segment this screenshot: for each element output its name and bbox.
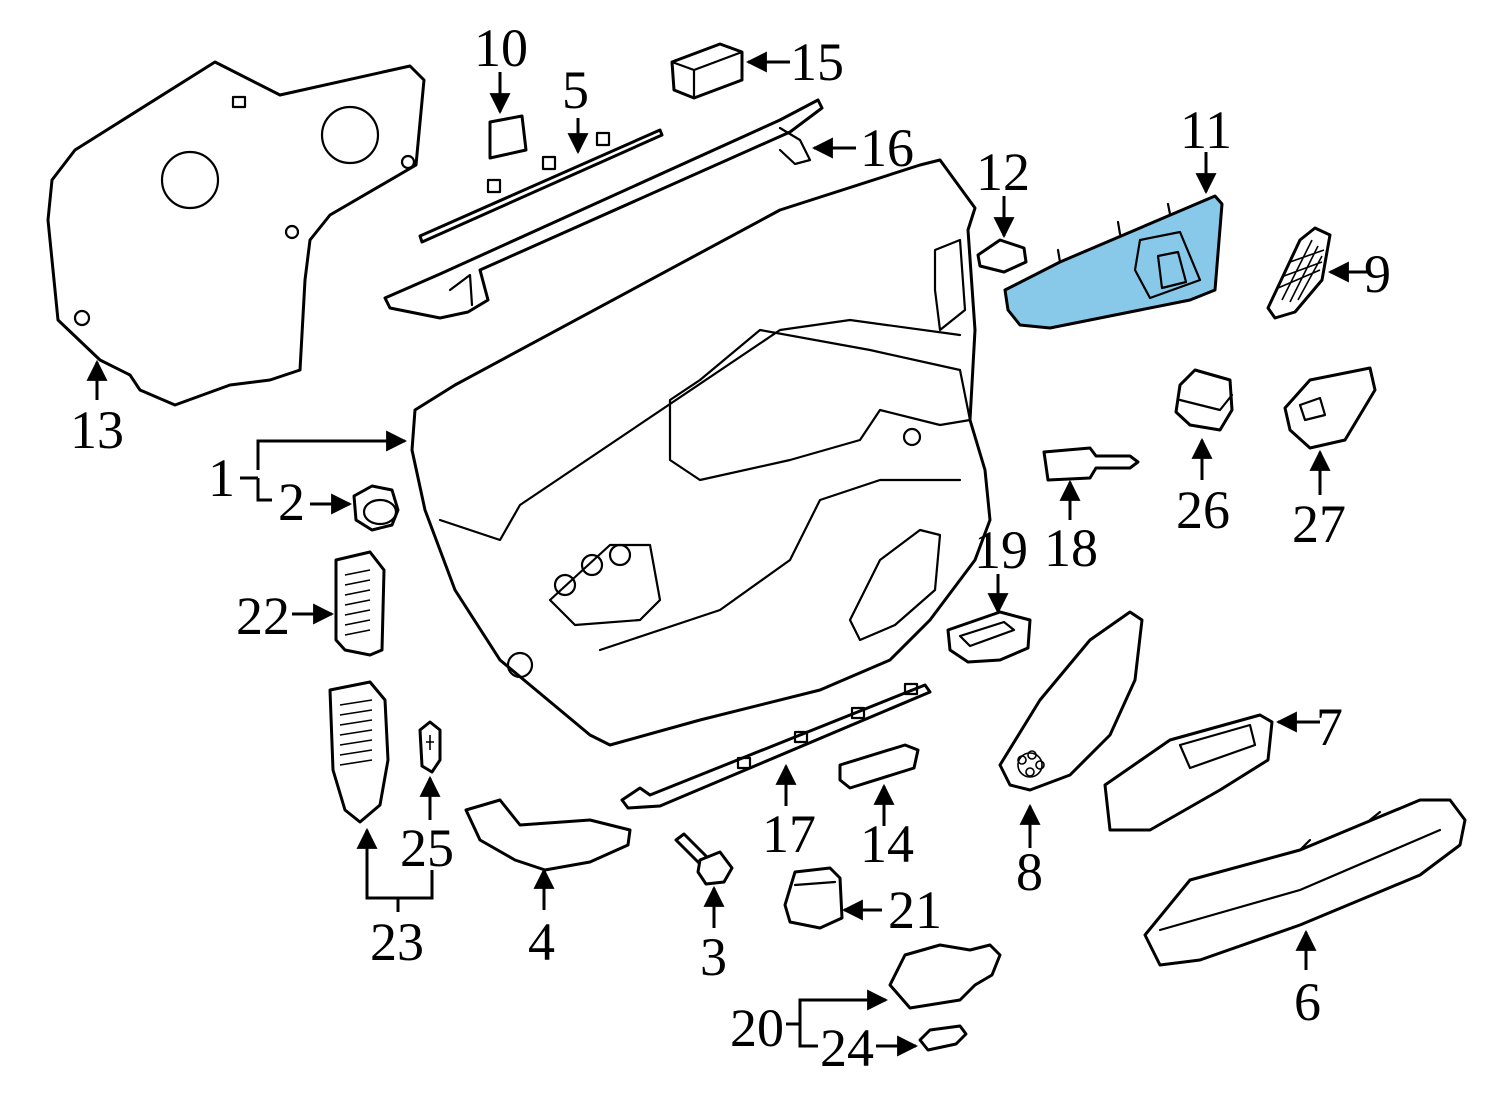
part-16-belt-molding[interactable] xyxy=(383,98,824,320)
part-25-bulb[interactable] xyxy=(418,720,442,774)
callout-13: 13 xyxy=(70,400,124,460)
callout-18: 18 xyxy=(1044,518,1098,578)
callout-8: 8 xyxy=(1016,842,1043,902)
callout-3: 3 xyxy=(700,927,727,987)
callout-1: 1 xyxy=(208,448,235,508)
callout-12: 12 xyxy=(976,142,1030,202)
part-15-cap[interactable] xyxy=(670,42,744,100)
part-24-bulb[interactable] xyxy=(918,1024,968,1052)
part-21-connector[interactable] xyxy=(783,866,844,930)
callout-25: 25 xyxy=(400,818,454,878)
part-4-trim-piece[interactable] xyxy=(464,798,632,872)
callout-4: 4 xyxy=(528,912,555,972)
callout-24: 24 xyxy=(820,1018,874,1078)
callout-20: 20 xyxy=(730,998,784,1058)
highlighted-part xyxy=(1003,194,1224,330)
callout-11: 11 xyxy=(1180,100,1232,160)
callout-5: 5 xyxy=(562,60,589,120)
part-5-belt-weatherstrip[interactable] xyxy=(418,128,664,244)
callout-19: 19 xyxy=(974,520,1028,580)
callout-17: 17 xyxy=(762,804,816,864)
part-11-pull-handle-bezel[interactable] xyxy=(1003,194,1224,330)
part-1-door-trim-panel[interactable] xyxy=(410,158,992,747)
leader-lines xyxy=(86,51,1368,1057)
callout-27: 27 xyxy=(1292,494,1346,554)
part-27-bezel[interactable] xyxy=(1283,366,1377,450)
callout-21: 21 xyxy=(888,880,942,940)
callout-15: 15 xyxy=(790,32,844,92)
part-6-armrest[interactable] xyxy=(1143,798,1467,967)
part-2-retainer[interactable] xyxy=(352,484,400,532)
part-17-weatherstrip[interactable] xyxy=(620,682,932,810)
callout-14: 14 xyxy=(860,814,914,874)
part-8-speaker-cover[interactable] xyxy=(998,610,1144,792)
part-9-grille[interactable] xyxy=(1266,226,1332,320)
callout-23: 23 xyxy=(370,912,424,972)
part-10-clip[interactable] xyxy=(488,114,528,160)
part-3-bolt[interactable] xyxy=(674,832,734,886)
callout-labels: 1 2 3 4 5 6 7 8 9 10 11 12 13 14 15 16 1… xyxy=(70,18,1391,1078)
callout-7: 7 xyxy=(1316,697,1343,757)
callout-22: 22 xyxy=(236,586,290,646)
part-12-clip[interactable] xyxy=(976,238,1028,274)
part-20-lamp-housing[interactable] xyxy=(888,943,1002,1010)
callout-2: 2 xyxy=(278,472,305,532)
part-22-grille[interactable] xyxy=(334,550,386,657)
part-7-switch-housing[interactable] xyxy=(1103,713,1274,832)
callout-9: 9 xyxy=(1364,244,1391,304)
part-19-switch[interactable] xyxy=(946,610,1032,664)
part-13-water-shield[interactable] xyxy=(46,60,426,407)
part-14-pad[interactable] xyxy=(838,743,920,790)
callout-26: 26 xyxy=(1176,480,1230,540)
part-26-switch[interactable] xyxy=(1174,368,1234,432)
part-23-grille-assembly[interactable] xyxy=(328,680,390,824)
callout-16: 16 xyxy=(860,118,914,178)
callout-6: 6 xyxy=(1294,972,1321,1032)
part-18-socket[interactable] xyxy=(1042,446,1140,482)
callout-10: 10 xyxy=(474,18,528,78)
